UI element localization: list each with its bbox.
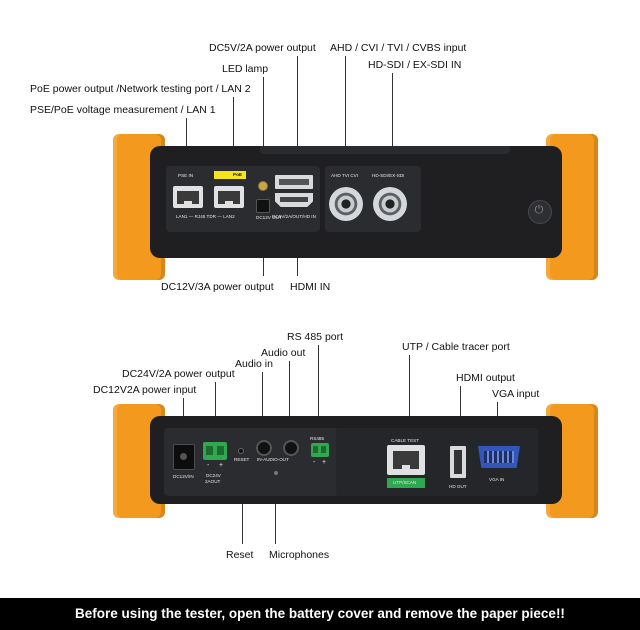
leader-line	[409, 355, 410, 441]
leader-line	[186, 118, 187, 170]
leader-line	[233, 97, 234, 169]
utp-scan-badge	[387, 478, 425, 488]
label-dc12v-input: DC12V2A power input	[93, 384, 197, 396]
lan1-port[interactable]	[173, 186, 203, 208]
lan-row-label: LAN1 — RJ45 TDR — LAN2	[176, 214, 235, 219]
usb-port[interactable]	[275, 175, 313, 189]
rs485-minus: -	[313, 459, 316, 466]
sdi-bnc-connector[interactable]	[373, 187, 407, 221]
cable-test-label: CABLE TEST	[391, 438, 419, 443]
label-dc24v-output: DC24V/2A power output	[122, 368, 235, 380]
poe-badge	[214, 171, 246, 179]
label-microphones: Microphones	[269, 549, 330, 561]
leader-line	[275, 478, 276, 544]
power-button[interactable]	[528, 200, 552, 224]
label-audio-out: Audio out	[261, 347, 306, 359]
microphone-hole	[274, 471, 278, 475]
dc24v-2aout-label: 2AOUT	[205, 479, 221, 484]
dc24v-terminal[interactable]	[203, 442, 227, 460]
led-lamp	[258, 181, 268, 191]
footer-banner: Before using the tester, open the batter…	[0, 598, 640, 630]
dc24v-plus: +	[219, 462, 224, 469]
label-hdmi-in: HDMI IN	[290, 281, 331, 293]
utp-scan-label: UTP/SCAN	[393, 480, 417, 485]
ahd-bnc-connector[interactable]	[329, 187, 363, 221]
reset-port-label: RESET	[234, 457, 250, 462]
device-top-ridge	[260, 146, 510, 154]
audio-in-jack[interactable]	[256, 440, 272, 456]
hdmi-in-port[interactable]	[275, 193, 313, 207]
leader-line	[262, 372, 263, 438]
leader-line	[460, 386, 461, 442]
label-dc5v-output: DC5V/2A power output	[209, 42, 316, 54]
leader-line	[263, 77, 264, 169]
vga-in-port[interactable]	[478, 446, 520, 468]
rs485-port-label: RS485	[310, 436, 325, 441]
utp-cable-test-port[interactable]	[387, 445, 425, 475]
hd-out-label: HD OUT	[449, 484, 467, 489]
ahd-port-label: AHD TVI CVI	[331, 173, 358, 178]
audio-port-label: IN-AUDIO-OUT	[257, 457, 289, 462]
dc24v-label: DC24V	[206, 473, 221, 478]
power-icon: ⏻	[534, 204, 544, 216]
label-reset: Reset	[226, 549, 254, 561]
label-pse-measurement: PSE/PoE voltage measurement / LAN 1	[30, 104, 216, 116]
leader-line	[392, 73, 393, 166]
pse-in-label: PSE IN	[178, 173, 194, 178]
label-ahd-input: AHD / CVI / TVI / CVBS input	[330, 42, 467, 54]
dc-out-label: DC12V OUT	[256, 215, 282, 220]
label-utp-port: UTP / Cable tracer port	[402, 341, 510, 353]
footer-text: Before using the tester, open the batter…	[75, 606, 565, 621]
hdmi-out-port[interactable]	[450, 446, 466, 478]
reset-button[interactable]	[238, 448, 244, 454]
audio-out-jack[interactable]	[283, 440, 299, 456]
leader-line	[345, 56, 346, 166]
label-hdmi-output: HDMI output	[456, 372, 515, 384]
leader-line	[215, 382, 216, 438]
label-hdsdi-input: HD-SDI / EX-SDI IN	[368, 59, 462, 71]
hdmi-port-label: DC5V/2A/OUT/HD IN	[272, 214, 316, 219]
label-poe-output: PoE power output /Network testing port /…	[30, 83, 251, 95]
label-vga-input: VGA input	[492, 388, 540, 400]
rs485-plus: +	[322, 459, 327, 466]
label-audio-in: Audio in	[235, 358, 273, 370]
rs485-terminal[interactable]	[311, 443, 329, 457]
dc24v-minus: -	[207, 462, 210, 469]
leader-line	[242, 468, 243, 544]
poe-badge-label: PoE	[233, 172, 242, 177]
dc12vin-label: DC12V/IN	[173, 474, 194, 479]
leader-line	[289, 361, 290, 438]
vga-in-label: VGA IN	[489, 477, 505, 482]
leader-line	[297, 56, 298, 168]
dc-output-jack[interactable]	[256, 199, 270, 213]
leader-line	[318, 345, 319, 431]
label-rs485-port: RS 485 port	[287, 331, 344, 343]
lan2-port[interactable]	[214, 186, 244, 208]
dc12v-input-jack[interactable]	[173, 444, 195, 470]
label-led-lamp: LED lamp	[222, 63, 269, 75]
label-dc12v-3a-output: DC12V/3A power output	[161, 281, 274, 293]
sdi-port-label: HD-SDI/EX-SDI	[372, 173, 405, 178]
